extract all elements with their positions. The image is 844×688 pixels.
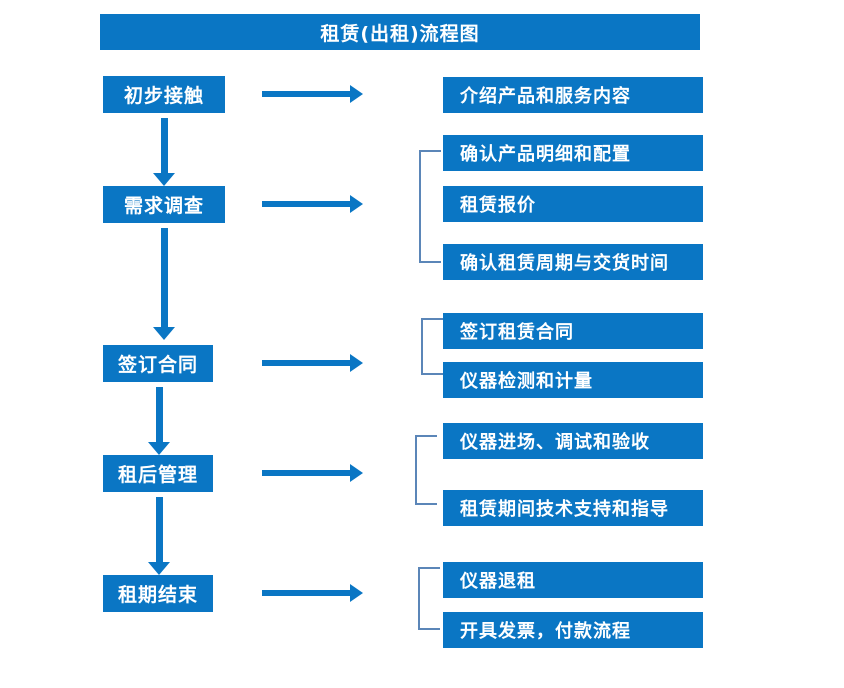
detail-box-7[interactable]: 仪器进场、调试和验收 [443, 423, 703, 459]
detail-box-9[interactable]: 仪器退租 [443, 562, 703, 598]
vertical-arrow-1-2 [153, 118, 175, 186]
detail-box-6[interactable]: 仪器检测和计量 [443, 362, 703, 398]
bracket-group-2 [419, 150, 441, 263]
stage-box-3[interactable]: 签订合同 [103, 345, 213, 382]
horizontal-arrow-5 [262, 583, 363, 603]
vertical-arrow-3-4 [148, 387, 170, 455]
vertical-arrow-2-3 [153, 228, 175, 340]
detail-box-1[interactable]: 介绍产品和服务内容 [443, 77, 703, 113]
stage-box-1[interactable]: 初步接触 [103, 76, 225, 113]
detail-box-8[interactable]: 租赁期间技术支持和指导 [443, 490, 703, 526]
bracket-group-5 [418, 567, 440, 630]
horizontal-arrow-4 [262, 463, 363, 483]
stage-box-4[interactable]: 租后管理 [103, 455, 213, 492]
stage-box-5[interactable]: 租期结束 [103, 575, 213, 612]
diagram-title: 租赁(出租)流程图 [100, 14, 700, 50]
detail-box-2[interactable]: 确认产品明细和配置 [443, 135, 703, 171]
detail-box-10[interactable]: 开具发票，付款流程 [443, 612, 703, 648]
bracket-group-4 [415, 435, 437, 505]
bracket-group-3 [421, 318, 443, 375]
detail-box-5[interactable]: 签订租赁合同 [443, 313, 703, 349]
stage-box-2[interactable]: 需求调查 [103, 186, 225, 223]
detail-box-3[interactable]: 租赁报价 [443, 186, 703, 222]
horizontal-arrow-1 [262, 84, 363, 104]
detail-box-4[interactable]: 确认租赁周期与交货时间 [443, 244, 703, 280]
vertical-arrow-4-5 [148, 497, 170, 575]
horizontal-arrow-2 [262, 194, 363, 214]
horizontal-arrow-3 [262, 353, 363, 373]
